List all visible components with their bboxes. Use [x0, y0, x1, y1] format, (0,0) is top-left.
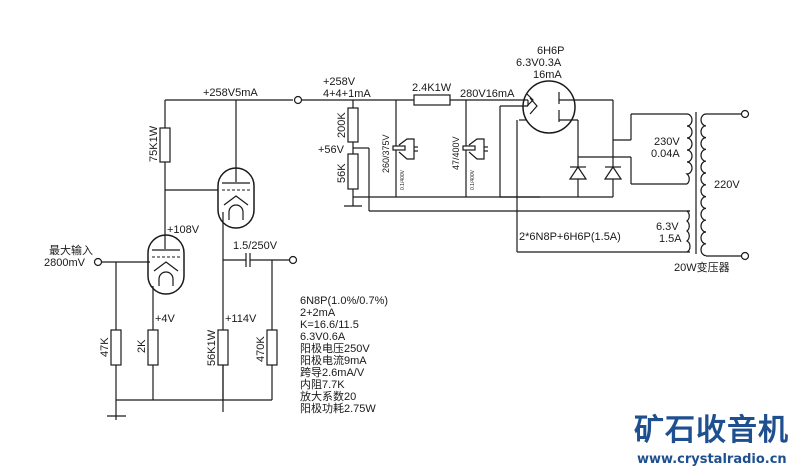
resistor-470k-label: 470K: [255, 336, 267, 362]
resistor-2.4k-label: 2.4K1W: [412, 82, 452, 94]
heater-load-label: 2*6N8P+6H6P(1.5A): [519, 231, 621, 243]
filter-output-label: 280V16mA: [460, 88, 515, 100]
resistor-2k: [147, 329, 159, 366]
capacitor-output: [245, 253, 251, 267]
output-terminal[interactable]: [288, 255, 298, 265]
tube-v2: [217, 100, 255, 229]
resistor-56k-label: 56K: [336, 163, 348, 183]
rectifier-current-label: 16mA: [533, 69, 562, 81]
mains-terminal-2[interactable]: [740, 251, 750, 261]
resistor-75k-label: 75K1W: [148, 125, 160, 162]
v1-plate-voltage: +108V: [167, 224, 200, 236]
spec-line: 跨导2.6mA/V: [300, 366, 365, 379]
rectifier-tube-6h6p: [522, 80, 613, 134]
resistor-200k-label: 200K: [336, 112, 348, 138]
heater-bias-label: +56V: [318, 144, 345, 156]
resistor-47k: [110, 329, 122, 366]
tube-spec-list: 6N8P(1.0%/0.7%) 2+2mA K=16.6/11.5 6.3V0.…: [300, 295, 388, 415]
primary-voltage-label: 220V: [714, 179, 740, 191]
heater-voltage-label: 6.3V: [656, 221, 679, 233]
input-terminal[interactable]: [93, 257, 103, 267]
capacitor-filter2: [462, 138, 488, 160]
transformer-rating-label: 20W变压器: [674, 260, 730, 274]
mains-terminal-1[interactable]: [740, 109, 750, 119]
spec-line: 6.3V0.6A: [300, 331, 346, 343]
diode-2: [603, 165, 623, 180]
power-supply-section: +258V 4+4+1mA 2.4K1W 280V16mA 200K 56K +…: [318, 45, 690, 253]
input-level: 2800mV: [44, 257, 86, 269]
hv-current-label: 0.04A: [651, 148, 680, 160]
diode-1: [568, 165, 588, 180]
resistor-75k: [159, 127, 171, 163]
amplifier-section: +258V5mA 75K1W +108V 最大输入: [44, 87, 345, 420]
v2-cathode-voltage: +114V: [225, 313, 257, 325]
watermark: 矿石收音机 www.crystalradio.cn: [634, 413, 789, 467]
supply-voltage-label: +258V: [323, 76, 356, 88]
spec-line: 放大系数20: [300, 389, 356, 403]
power-transformer: 230V 0.04A 6.3V 1.5A 220V 20W变压器: [651, 109, 750, 274]
resistor-2.4k: [413, 94, 451, 106]
secondary-hv-coil: [685, 113, 693, 185]
heater-current-label: 1.5A: [659, 233, 682, 245]
hv-voltage-label: 230V: [654, 136, 680, 148]
resistor-47k-label: 47K: [99, 337, 111, 357]
spec-line: 6N8P(1.0%/0.7%): [300, 295, 388, 307]
rectifier-heater-label: 6.3V0.3A: [516, 57, 562, 69]
spec-line: 阳极电压250V: [300, 341, 370, 355]
rectifier-tube-label: 6H6P: [537, 45, 565, 57]
secondary-heater-coil: [685, 210, 691, 253]
watermark-url: www.crystalradio.cn: [637, 452, 787, 467]
capacitor-output-label: 1.5/250V: [233, 240, 278, 252]
spec-line: 阳极功耗2.75W: [300, 401, 376, 415]
capacitor-filter1-bypass-label: 0.1/400V: [400, 169, 406, 190]
resistor-200k: [347, 107, 359, 143]
resistor-56k: [347, 153, 359, 190]
spec-line: K=16.6/11.5: [300, 319, 359, 331]
supply-current-label: 4+4+1mA: [323, 88, 371, 100]
resistor-56k1w: [217, 329, 229, 366]
resistor-56k1w-label: 56K1W: [206, 329, 218, 366]
input-title: 最大输入: [49, 243, 93, 257]
spec-line: 2+2mA: [300, 307, 336, 319]
watermark-brand: 矿石收音机: [634, 413, 789, 448]
capacitor-filter2-label: 47/400V: [451, 136, 461, 170]
resistor-470k: [266, 329, 278, 366]
b-plus-amp-label: +258V5mA: [203, 87, 258, 99]
spec-line: 内阻7.7K: [300, 377, 345, 391]
spec-line: 阳极电流9mA: [300, 353, 367, 367]
capacitor-filter2-bypass-label: 0.1/400V: [470, 169, 476, 190]
tube-v1: [147, 234, 185, 295]
resistor-2k-label: 2K: [136, 339, 148, 353]
v1-cathode-voltage: +4V: [155, 313, 176, 325]
b-plus-terminal[interactable]: [293, 95, 303, 105]
capacitor-filter1-label: 260/375V: [381, 134, 391, 173]
primary-coil: [700, 113, 707, 257]
capacitor-filter1: [392, 138, 418, 160]
